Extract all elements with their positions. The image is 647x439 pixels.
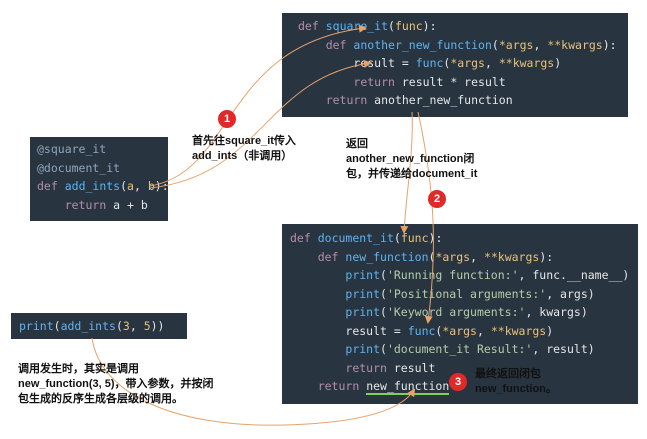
arrow-add-ints-to-square-it — [149, 24, 367, 187]
decorator-square-it: @square_it — [37, 142, 107, 156]
code-line: return result — [345, 360, 436, 375]
step-3-marker: 3 — [449, 373, 467, 391]
arrow-call-to-new-function — [91, 337, 416, 426]
code-line: print('Running function:', func.__name__… — [345, 268, 630, 282]
code-block-document-it: def document_it(func): def new_function(… — [282, 224, 638, 404]
code-line: result = func(*args, **kwargs) — [345, 323, 554, 338]
code-line: return new_function — [317, 379, 450, 395]
code-line: print(add_ints(3, 5)) — [19, 319, 165, 333]
annotation-step-2: 返回 another_new_function闭 包，并传递给document_… — [346, 138, 478, 180]
annotation-call: 调用发生时，其实是调用 new_function(3, 5)，带入参数，并按闭 … — [18, 363, 214, 405]
code-line: return another_new_function — [325, 93, 513, 107]
code-line: def document_it(func): — [290, 231, 443, 245]
code-line: def another_new_function(*args, **kwargs… — [325, 37, 617, 52]
code-block-square-it: def square_it(func): def another_new_fun… — [282, 13, 628, 117]
code-line: print('document_it Result:', result) — [345, 342, 595, 356]
code-line: def new_function(*args, **kwargs): — [317, 249, 554, 264]
returned-closure-name: new_function — [366, 379, 450, 395]
code-line: print('Positional arguments:', args) — [345, 286, 595, 301]
code-line: return result * result — [353, 74, 506, 89]
code-line: def square_it(func): — [298, 19, 437, 33]
step-2-marker: 2 — [428, 190, 446, 208]
step-1-marker: 1 — [218, 110, 236, 128]
annotation-step-1: 首先往square_it传入 add_ints（非调用） — [192, 135, 296, 162]
code-block-add-ints: @square_it @document_it def add_ints(a, … — [30, 137, 169, 221]
code-line: return a + b — [64, 197, 148, 212]
annotation-step-3: 最终返回闭包 new_function。 — [475, 368, 557, 395]
arrow-new-function-to-func-call — [417, 111, 434, 324]
code-block-call: print(add_ints(3, 5)) — [11, 313, 187, 339]
decorator-document-it: @document_it — [37, 160, 121, 175]
arrow-return-to-document-it — [400, 111, 413, 234]
arrow-add-ints-to-result — [149, 59, 372, 189]
